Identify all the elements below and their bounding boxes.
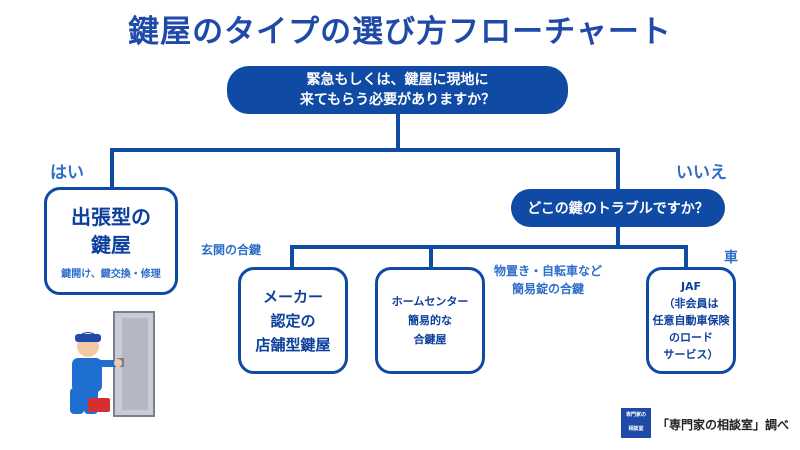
result-dispatch-line2: 鍵屋: [91, 232, 131, 257]
question-emergency: 緊急もしくは、鍵屋に現地に 来てもらう必要がありますか？: [227, 66, 568, 114]
result-jaf-line4: のロード: [669, 331, 713, 344]
result-dispatch-locksmith: 出張型の 鍵屋 鍵開け、鍵交換・修理: [44, 187, 178, 295]
page-title: 鍵屋のタイプの選び方フローチャート: [128, 14, 672, 50]
connector-yes-down: [110, 148, 114, 190]
connector-entrance-down: [290, 245, 294, 267]
connector-top-horizontal: [112, 148, 618, 152]
branch-entrance-label: 玄関の合鍵: [201, 243, 262, 257]
result-homecenter-line3: 合鍵屋: [413, 333, 447, 346]
result-jaf-line2: （非会員は: [663, 297, 719, 310]
branch-car-label: 車: [724, 250, 738, 266]
connector-q1-down: [396, 114, 400, 150]
result-maker-line1: メーカー: [262, 287, 323, 306]
result-homecenter-line1: ホームセンター: [391, 295, 469, 308]
question-lock-type-text: どこの鍵のトラブルですか？: [527, 201, 709, 217]
branch-misc-line2: 簡易錠の合鍵: [511, 282, 584, 296]
result-jaf-line3: 任意自動車保険: [652, 314, 730, 327]
site-logo: 専門家の 相談室: [621, 408, 651, 438]
site-logo-line1: 専門家の: [625, 412, 646, 418]
question-emergency-line2: 来てもらう必要がありますか？: [299, 92, 496, 108]
result-homecenter-line2: 簡易的な: [408, 314, 452, 327]
site-logo-line2: 相談室: [628, 426, 644, 432]
branch-misc-label: 物置き・自転車など 簡易錠の合鍵: [484, 262, 612, 298]
result-maker-store: メーカー 認定の 店舗型鍵屋: [238, 267, 348, 374]
answer-yes-label: はい: [50, 163, 84, 183]
connector-car-down: [684, 245, 688, 267]
connector-misc-down: [429, 245, 433, 267]
source-credit: 「専門家の相談室」調べ: [657, 418, 790, 432]
result-jaf-line1: JAF: [680, 280, 702, 293]
result-dispatch-line1: 出張型の: [71, 204, 151, 229]
connector-bottom-horizontal: [292, 245, 686, 249]
locksmith-illustration: [70, 311, 155, 417]
connector-q2-down: [616, 227, 620, 247]
result-jaf: JAF （非会員は 任意自動車保険 のロード サービス）: [646, 267, 736, 374]
connector-no-down: [616, 148, 620, 190]
result-dispatch-sub: 鍵開け、鍵交換・修理: [61, 268, 161, 280]
question-lock-type: どこの鍵のトラブルですか？: [511, 189, 725, 227]
result-jaf-line5: サービス）: [663, 348, 719, 361]
answer-no-label: いいえ: [676, 163, 727, 183]
result-maker-line3: 店舗型鍵屋: [255, 335, 331, 354]
question-emergency-line1: 緊急もしくは、鍵屋に現地に: [306, 72, 489, 88]
result-home-center: ホームセンター 簡易的な 合鍵屋: [375, 267, 485, 374]
result-maker-line2: 認定の: [270, 311, 316, 330]
branch-misc-line1: 物置き・自転車など: [493, 264, 602, 278]
